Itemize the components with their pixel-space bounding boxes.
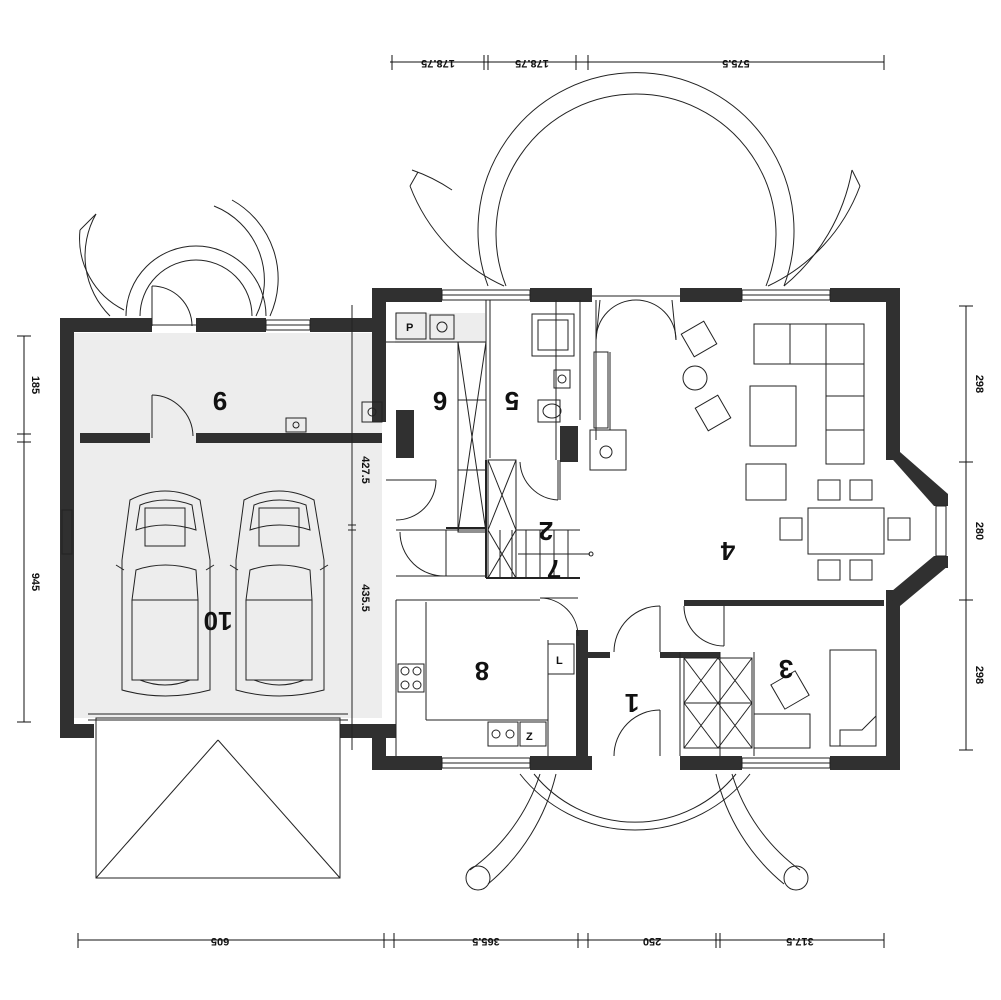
room-label-10: 10 [204,606,233,636]
staircase [487,459,594,579]
terrace-pergolas [79,72,861,891]
carport [88,713,348,879]
room-label-2: 2 [539,516,553,546]
dim-left-1: 185 [29,376,41,394]
boiler-label: P [406,322,413,334]
sink-garage [285,417,307,433]
exterior-walls [60,288,948,770]
room-label-4: 4 [720,536,735,566]
dimension-lines [17,55,973,948]
utility-floor [395,313,485,343]
room-label-8: 8 [475,656,489,686]
dim-right-3: 298 [973,666,985,684]
boiler-fixtures [361,312,455,423]
room-label-3: 3 [779,654,793,684]
living-furniture [680,320,911,581]
dim-bottom-4: 317.5 [786,935,814,947]
car-left [115,490,215,697]
dim-left-2: 945 [29,573,41,591]
dim-top-2: 178.75 [515,57,549,69]
room3-furniture [753,649,877,749]
room-label-7: 7 [547,554,561,584]
car-right [229,490,329,697]
room-label-9: 9 [213,386,227,416]
dim-bottom-3: 250 [643,935,661,947]
room-label-6: 6 [433,386,447,416]
room-label-1: 1 [625,688,639,718]
dim-right-2: 280 [973,522,985,540]
dim-inner-1: 427.5 [359,456,371,484]
room-label-5: 5 [505,386,519,416]
washer-label: Z [526,731,533,743]
dividers [348,305,356,750]
doors [151,285,725,757]
dim-top-3: 575.5 [722,57,750,69]
interior-walls [80,410,884,756]
fridge-label: L [556,655,563,667]
dim-top-1: 178.75 [421,57,455,69]
fireplace [589,351,627,471]
interior-partitions [386,300,755,756]
kitchen-fixtures [397,602,575,756]
dim-inner-2: 435.5 [359,584,371,612]
dim-bottom-1: 605 [211,935,229,947]
dim-bottom-2: 365.5 [472,935,500,947]
hall-wardrobe [683,657,753,749]
wardrobe-6 [457,341,487,533]
window-frames [61,289,947,769]
garage-floor [74,333,382,718]
bathroom-fixtures [531,313,575,423]
dim-right-1: 298 [973,375,985,393]
